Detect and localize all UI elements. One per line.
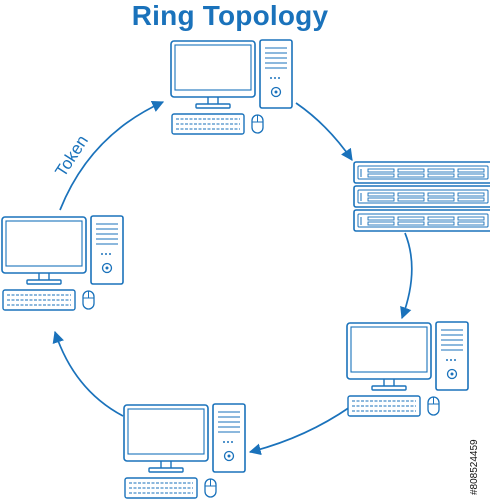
diagram-title: Ring Topology xyxy=(131,0,329,31)
node-pc-right xyxy=(346,321,469,417)
server-icon xyxy=(353,161,490,232)
node-server xyxy=(353,161,490,232)
node-pc-left xyxy=(1,215,124,311)
node-pc-top xyxy=(170,39,293,135)
edge-server-to-pc-right xyxy=(400,232,413,320)
edge-pc-top-to-server xyxy=(295,102,353,161)
edge-pc-bottom-to-pc-left xyxy=(52,330,124,417)
edge-pc-right-to-pc-bottom xyxy=(248,406,351,456)
edge-label-token: Token xyxy=(51,132,92,180)
computer-icon xyxy=(1,215,124,311)
computer-icon xyxy=(346,321,469,417)
node-pc-bottom xyxy=(123,403,246,499)
computer-icon xyxy=(170,39,293,135)
computer-icon xyxy=(123,403,246,499)
edge-pc-left-to-pc-top xyxy=(59,100,165,211)
stock-id-watermark: #808524459 xyxy=(469,439,480,495)
